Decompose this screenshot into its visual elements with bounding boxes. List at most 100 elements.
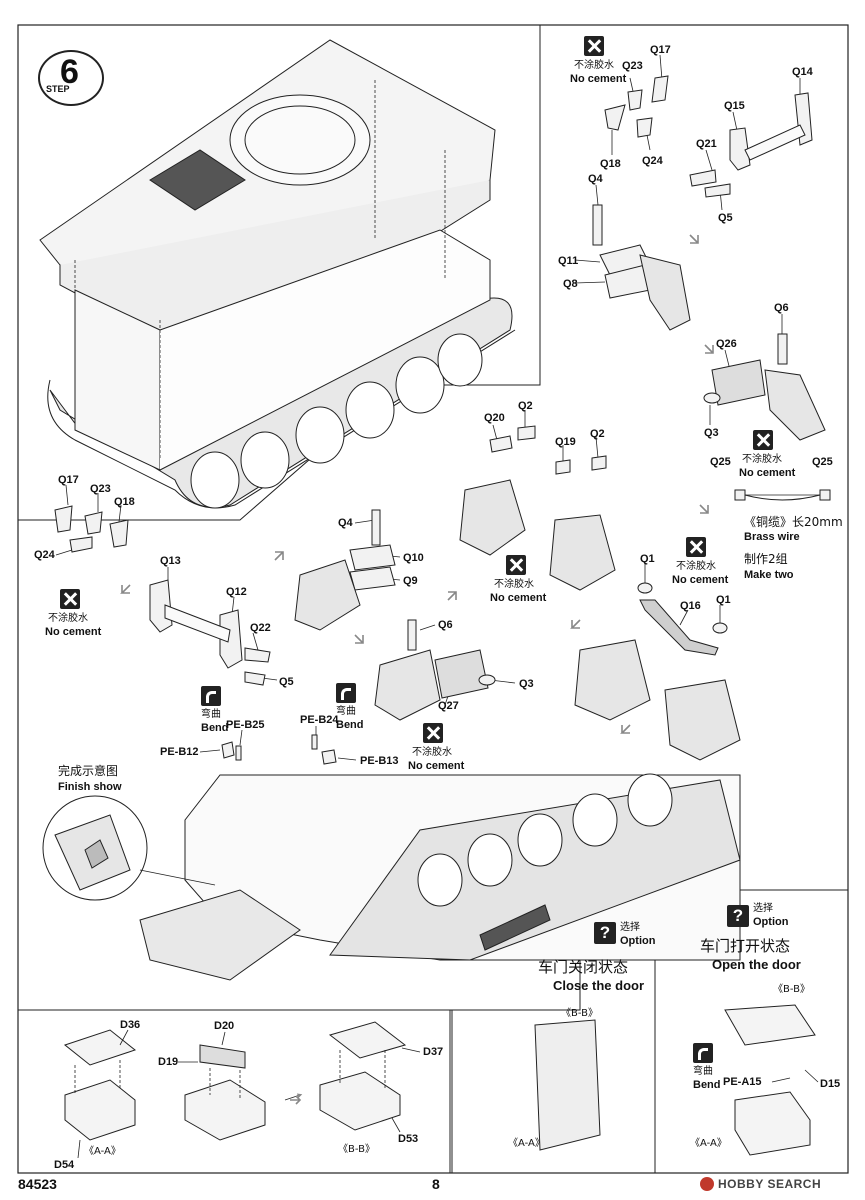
product-code: 84523 — [18, 1176, 57, 1192]
part-label: Q5 — [279, 676, 294, 688]
no-cement-cn: 不涂胶水 — [742, 454, 782, 465]
part-label: D53 — [398, 1133, 419, 1145]
option-icon: ? — [727, 905, 749, 927]
bend-cn: 弯曲 — [201, 709, 221, 720]
no-cement-en: No cement — [739, 467, 796, 479]
watermark-text: HOBBY SEARCH — [718, 1177, 822, 1191]
part-label: Q4 — [588, 173, 603, 185]
part-label: Q3 — [704, 427, 719, 439]
part-label: Q15 — [724, 100, 745, 112]
option-cn: 选择 — [753, 903, 773, 914]
open-door-en: Open the door — [712, 957, 801, 972]
no-cement-icon — [60, 589, 80, 609]
bend-en: Bend — [201, 722, 229, 734]
close-door-en: Close the door — [553, 978, 645, 993]
part-label: Q1 — [640, 553, 655, 565]
no-cement-cn: 不涂胶水 — [676, 561, 716, 572]
part-label: Q6 — [438, 619, 453, 631]
part-label: Q1 — [716, 594, 731, 606]
part-label: Q19 — [555, 436, 576, 448]
option-en: Option — [753, 916, 789, 928]
option-cn: 选择 — [620, 922, 640, 933]
part-label: PE-B24 — [300, 714, 339, 726]
part-label: Q20 — [484, 412, 505, 424]
brass-wire-en: Brass wire — [744, 531, 800, 543]
part-label: D37 — [423, 1046, 444, 1058]
make-two-cn: 制作2组 — [744, 552, 788, 566]
part-label: Q23 — [622, 60, 643, 72]
part-label: D54 — [54, 1159, 75, 1171]
section-bb-label: 《B-B》 — [561, 1008, 598, 1019]
part-label: Q17 — [58, 474, 79, 486]
no-cement-icon — [423, 723, 443, 743]
part-label: Q5 — [718, 212, 733, 224]
part-label: Q23 — [90, 483, 111, 495]
part-label: PE-A15 — [723, 1076, 762, 1088]
step-badge: 6 STEP — [38, 50, 104, 106]
part-label: Q2 — [518, 400, 533, 412]
no-cement-en: No cement — [490, 592, 547, 604]
step-number: 6 — [60, 53, 79, 91]
close-door-cn: 车门关闭状态 — [538, 958, 629, 976]
part-label: Q16 — [680, 600, 701, 612]
part-label: Q8 — [563, 278, 578, 290]
no-cement-cn: 不涂胶水 — [574, 60, 614, 71]
brass-wire-cn: 《铜缆》长20mm — [744, 515, 843, 529]
part-label: PE-B25 — [226, 719, 265, 731]
no-cement-cn: 不涂胶水 — [412, 747, 452, 758]
part-label: Q18 — [600, 158, 621, 170]
part-label: D15 — [820, 1078, 841, 1090]
finish-show-en: Finish show — [58, 781, 122, 793]
no-cement-icon — [686, 537, 706, 557]
no-cement-en: No cement — [45, 626, 102, 638]
part-label: Q25 — [812, 456, 833, 468]
part-label: D19 — [158, 1056, 179, 1068]
no-cement-icon — [506, 555, 526, 575]
page-number: 8 — [432, 1176, 440, 1192]
bend-cn: 弯曲 — [336, 706, 356, 717]
step-label: STEP — [46, 84, 70, 94]
part-label: PE-B13 — [360, 755, 399, 767]
option-en: Option — [620, 935, 656, 947]
part-label: PE-B12 — [160, 746, 199, 758]
part-label: D20 — [214, 1020, 235, 1032]
bend-icon — [201, 686, 221, 706]
make-two-en: Make two — [744, 569, 794, 581]
part-label: Q22 — [250, 622, 271, 634]
part-label: Q26 — [716, 338, 737, 350]
bend-en: Bend — [336, 719, 364, 731]
section-aa-label: 《A-A》 — [690, 1138, 727, 1149]
bend-en: Bend — [693, 1079, 721, 1091]
part-label: Q18 — [114, 496, 135, 508]
part-label: Q2 — [590, 428, 605, 440]
part-label: Q24 — [34, 549, 55, 561]
section-bb-label: 《B-B》 — [338, 1144, 375, 1155]
no-cement-en: No cement — [408, 760, 465, 772]
part-label: Q6 — [774, 302, 789, 314]
no-cement-icon — [584, 36, 604, 56]
no-cement-cn: 不涂胶水 — [48, 613, 88, 624]
part-label: Q14 — [792, 66, 813, 78]
part-label: Q11 — [558, 255, 579, 267]
section-aa-label: 《A-A》 — [84, 1146, 121, 1157]
part-label: Q25 — [710, 456, 731, 468]
part-label: Q21 — [696, 138, 717, 150]
no-cement-icon — [753, 430, 773, 450]
option-icon: ? — [594, 922, 616, 944]
bend-icon — [693, 1043, 713, 1063]
part-label: Q9 — [403, 575, 418, 587]
no-cement-en: No cement — [672, 574, 729, 586]
section-aa-label: 《A-A》 — [508, 1138, 545, 1149]
finish-show-cn: 完成示意图 — [58, 764, 119, 778]
part-label: Q27 — [438, 700, 459, 712]
open-door-cn: 车门打开状态 — [700, 937, 791, 955]
part-label: D36 — [120, 1019, 141, 1031]
part-label: Q17 — [650, 44, 671, 56]
watermark: HOBBY SEARCH — [700, 1174, 821, 1194]
part-label: Q12 — [226, 586, 247, 598]
part-label: Q4 — [338, 517, 353, 529]
no-cement-en: No cement — [570, 73, 627, 85]
no-cement-cn: 不涂胶水 — [494, 579, 534, 590]
section-bb-label: 《B-B》 — [773, 984, 810, 995]
